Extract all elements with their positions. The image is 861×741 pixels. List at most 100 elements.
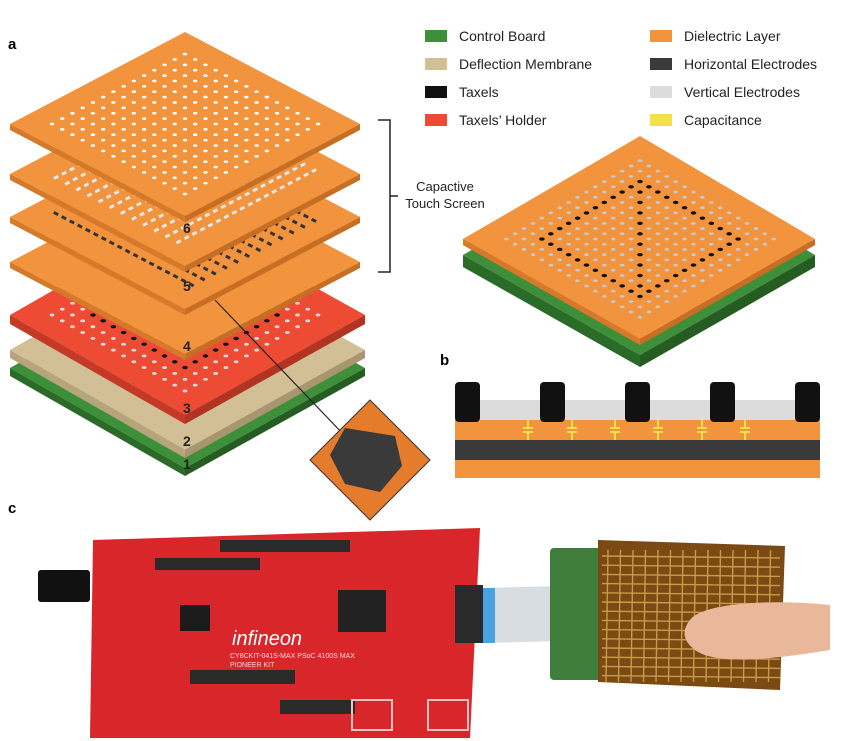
grid-dot [152, 360, 157, 363]
grid-dot [754, 248, 759, 251]
grid-dot [611, 227, 616, 230]
grid-dot [513, 232, 518, 235]
grid-dot [70, 325, 75, 328]
taxel [637, 274, 643, 277]
grid-dot [70, 314, 75, 317]
grid-dot [664, 258, 669, 261]
taxel-pillar [455, 382, 480, 422]
taxel [254, 325, 260, 328]
grid-dot [629, 248, 634, 251]
taxel [610, 279, 616, 282]
grid-dot [629, 175, 634, 178]
grid-dot [602, 191, 607, 194]
grid-dot [265, 107, 269, 110]
taxel [162, 354, 168, 357]
grid-dot [121, 85, 125, 88]
taxel [602, 274, 608, 277]
grid-dot [173, 144, 177, 147]
grid-dot [540, 227, 545, 230]
grid-dot [152, 101, 156, 104]
grid-dot [254, 155, 258, 158]
grid-dot [234, 360, 239, 363]
layer-number-5: 5 [183, 278, 191, 294]
grid-dot [193, 187, 197, 190]
taxel [593, 269, 599, 272]
grid-dot [203, 378, 208, 381]
taxel [637, 295, 643, 298]
grid-dot [620, 170, 625, 173]
grid-dot [173, 155, 177, 158]
grid-dot [203, 117, 207, 120]
grid-dot [152, 155, 156, 158]
grid-dot [745, 222, 750, 225]
grid-dot [682, 290, 687, 293]
grid-dot [101, 117, 105, 120]
grid-dot [629, 238, 634, 241]
grid-dot [213, 360, 218, 363]
taxel [691, 211, 697, 214]
bracket-label: Capactive Touch Screen [400, 178, 490, 212]
grid-dot [700, 196, 705, 199]
grid-dot [673, 212, 678, 215]
grid-dot [647, 311, 652, 314]
grid-dot [50, 314, 55, 317]
grid-dot [275, 337, 280, 340]
grid-dot [132, 90, 136, 93]
taxel [637, 232, 643, 235]
grid-dot [121, 139, 125, 142]
grid-dot [682, 227, 687, 230]
grid-dot [709, 264, 714, 267]
grid-dot [718, 269, 723, 272]
grid-dot [540, 217, 545, 220]
grid-dot [80, 117, 84, 120]
taxel [628, 185, 634, 188]
grid-dot [234, 90, 238, 93]
grid-dot [549, 222, 554, 225]
grid-dot [173, 166, 177, 169]
grid-dot [584, 253, 589, 256]
grid-dot [142, 160, 146, 163]
taxel [610, 196, 616, 199]
grid-dot [593, 227, 598, 230]
taxel [637, 190, 643, 193]
grid-dot [602, 295, 607, 298]
grid-dot [213, 101, 217, 104]
grid-dot [575, 206, 580, 209]
grid-dot [152, 80, 156, 83]
grid-dot [584, 201, 589, 204]
grid-dot [60, 117, 64, 120]
grid-dot [736, 227, 741, 230]
grid-dot [647, 227, 652, 230]
grid-dot [664, 217, 669, 220]
grid-dot [611, 300, 616, 303]
grid-dot [50, 123, 54, 126]
grid-dot [673, 222, 678, 225]
taxel-pillar [710, 382, 735, 422]
grid-dot [213, 90, 217, 93]
grid-dot [602, 253, 607, 256]
taxel [575, 258, 581, 261]
grid-dot [718, 238, 723, 241]
grid-dot [224, 96, 228, 99]
taxel [646, 185, 652, 188]
grid-dot [203, 139, 207, 142]
grid-dot [121, 343, 126, 346]
grid-dot [213, 69, 217, 72]
grid-dot [295, 112, 299, 115]
taxel [233, 337, 239, 340]
grid-dot [602, 180, 607, 183]
header-left [155, 558, 260, 570]
grid-dot [295, 133, 299, 136]
grid-dot [709, 243, 714, 246]
taxel [557, 248, 563, 251]
grid-dot [193, 372, 198, 375]
grid-dot [234, 349, 239, 352]
grid-dot [691, 243, 696, 246]
grid-dot [275, 123, 279, 126]
grid-dot [656, 253, 661, 256]
layer-number-3: 3 [183, 400, 191, 416]
grid-dot [584, 232, 589, 235]
grid-dot [673, 232, 678, 235]
grid-dot [602, 212, 607, 215]
connector [455, 585, 483, 643]
